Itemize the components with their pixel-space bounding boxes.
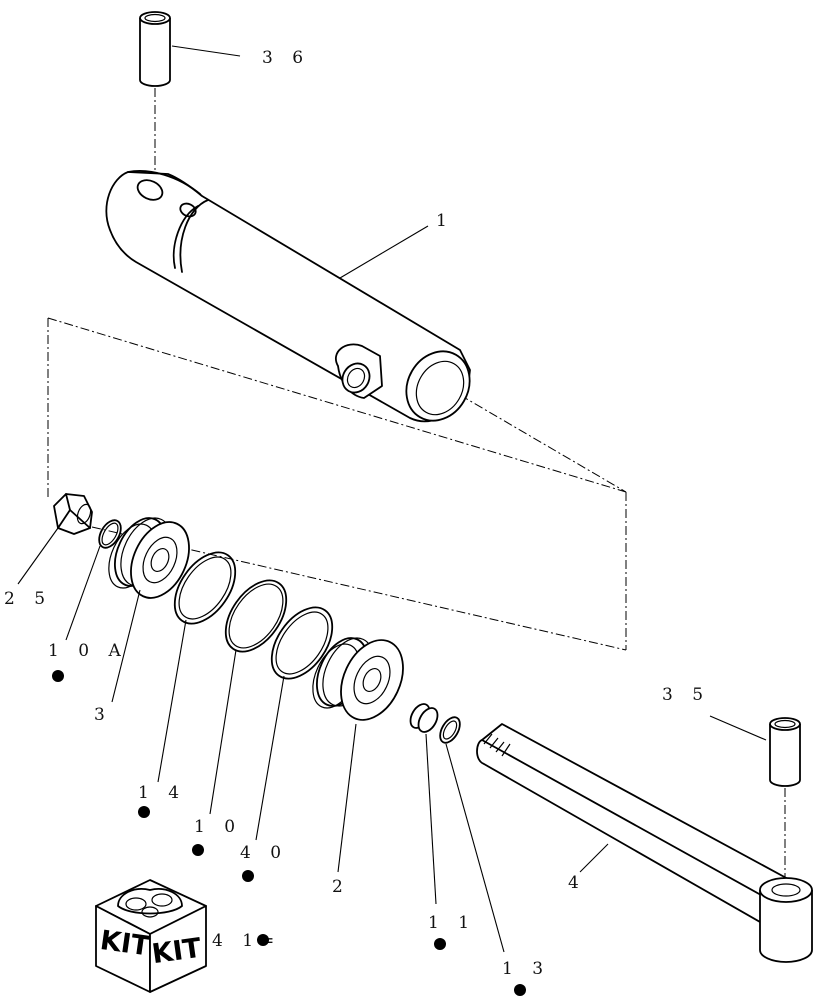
- callout-1: 1: [436, 211, 454, 231]
- part-4-rod: [476, 723, 813, 963]
- callout-11: 1 1: [428, 913, 476, 933]
- bullet-40: [242, 870, 254, 882]
- part-13-o-ring: [439, 716, 461, 744]
- callout-10a: 1 0 A: [48, 641, 128, 661]
- part-3-gland: [108, 517, 190, 599]
- part-25-nut: [53, 493, 93, 535]
- bullet-14: [138, 806, 150, 818]
- part-35-bushing: [769, 717, 801, 787]
- callout-2: 2: [332, 877, 350, 897]
- callout-10: 1 0: [194, 817, 242, 837]
- kit-label-left: KIT: [98, 925, 152, 963]
- kit-bullets: [52, 670, 526, 996]
- bullet-41: [257, 934, 269, 946]
- part-40-backup-ring: [270, 606, 334, 680]
- leader-lines: [17, 45, 767, 953]
- part-36-bushing: [139, 11, 171, 87]
- part-2-piston: [312, 637, 404, 721]
- part-14-seal: [173, 551, 237, 625]
- bullet-10a: [52, 670, 64, 682]
- kit-label-right: KIT: [150, 933, 204, 971]
- part-10a-o-ring: [98, 519, 122, 549]
- callout-14: 1 4: [138, 783, 186, 803]
- part-10-o-ring: [224, 579, 288, 653]
- callout-4: 4: [568, 873, 586, 893]
- callout-35: 3 5: [662, 685, 710, 705]
- part-11-bushing: [409, 703, 439, 733]
- callout-25: 2 5: [4, 589, 52, 609]
- callout-3: 3: [94, 705, 112, 725]
- bullet-11: [434, 938, 446, 950]
- kit-box-icon: KIT KIT: [95, 879, 207, 993]
- bullet-13: [514, 984, 526, 996]
- callout-40: 4 0: [240, 843, 288, 863]
- callout-36: 3 6: [262, 48, 310, 68]
- part-1-cylinder-barrel: [105, 170, 471, 423]
- bullet-10: [192, 844, 204, 856]
- callout-41: 4 1=: [212, 931, 281, 951]
- callout-13: 1 3: [502, 959, 550, 979]
- callout-labels: 3 6 1 2 5 1 0 A 3 1 4 1 0 4 0 2 1 1 1 3 …: [4, 48, 710, 979]
